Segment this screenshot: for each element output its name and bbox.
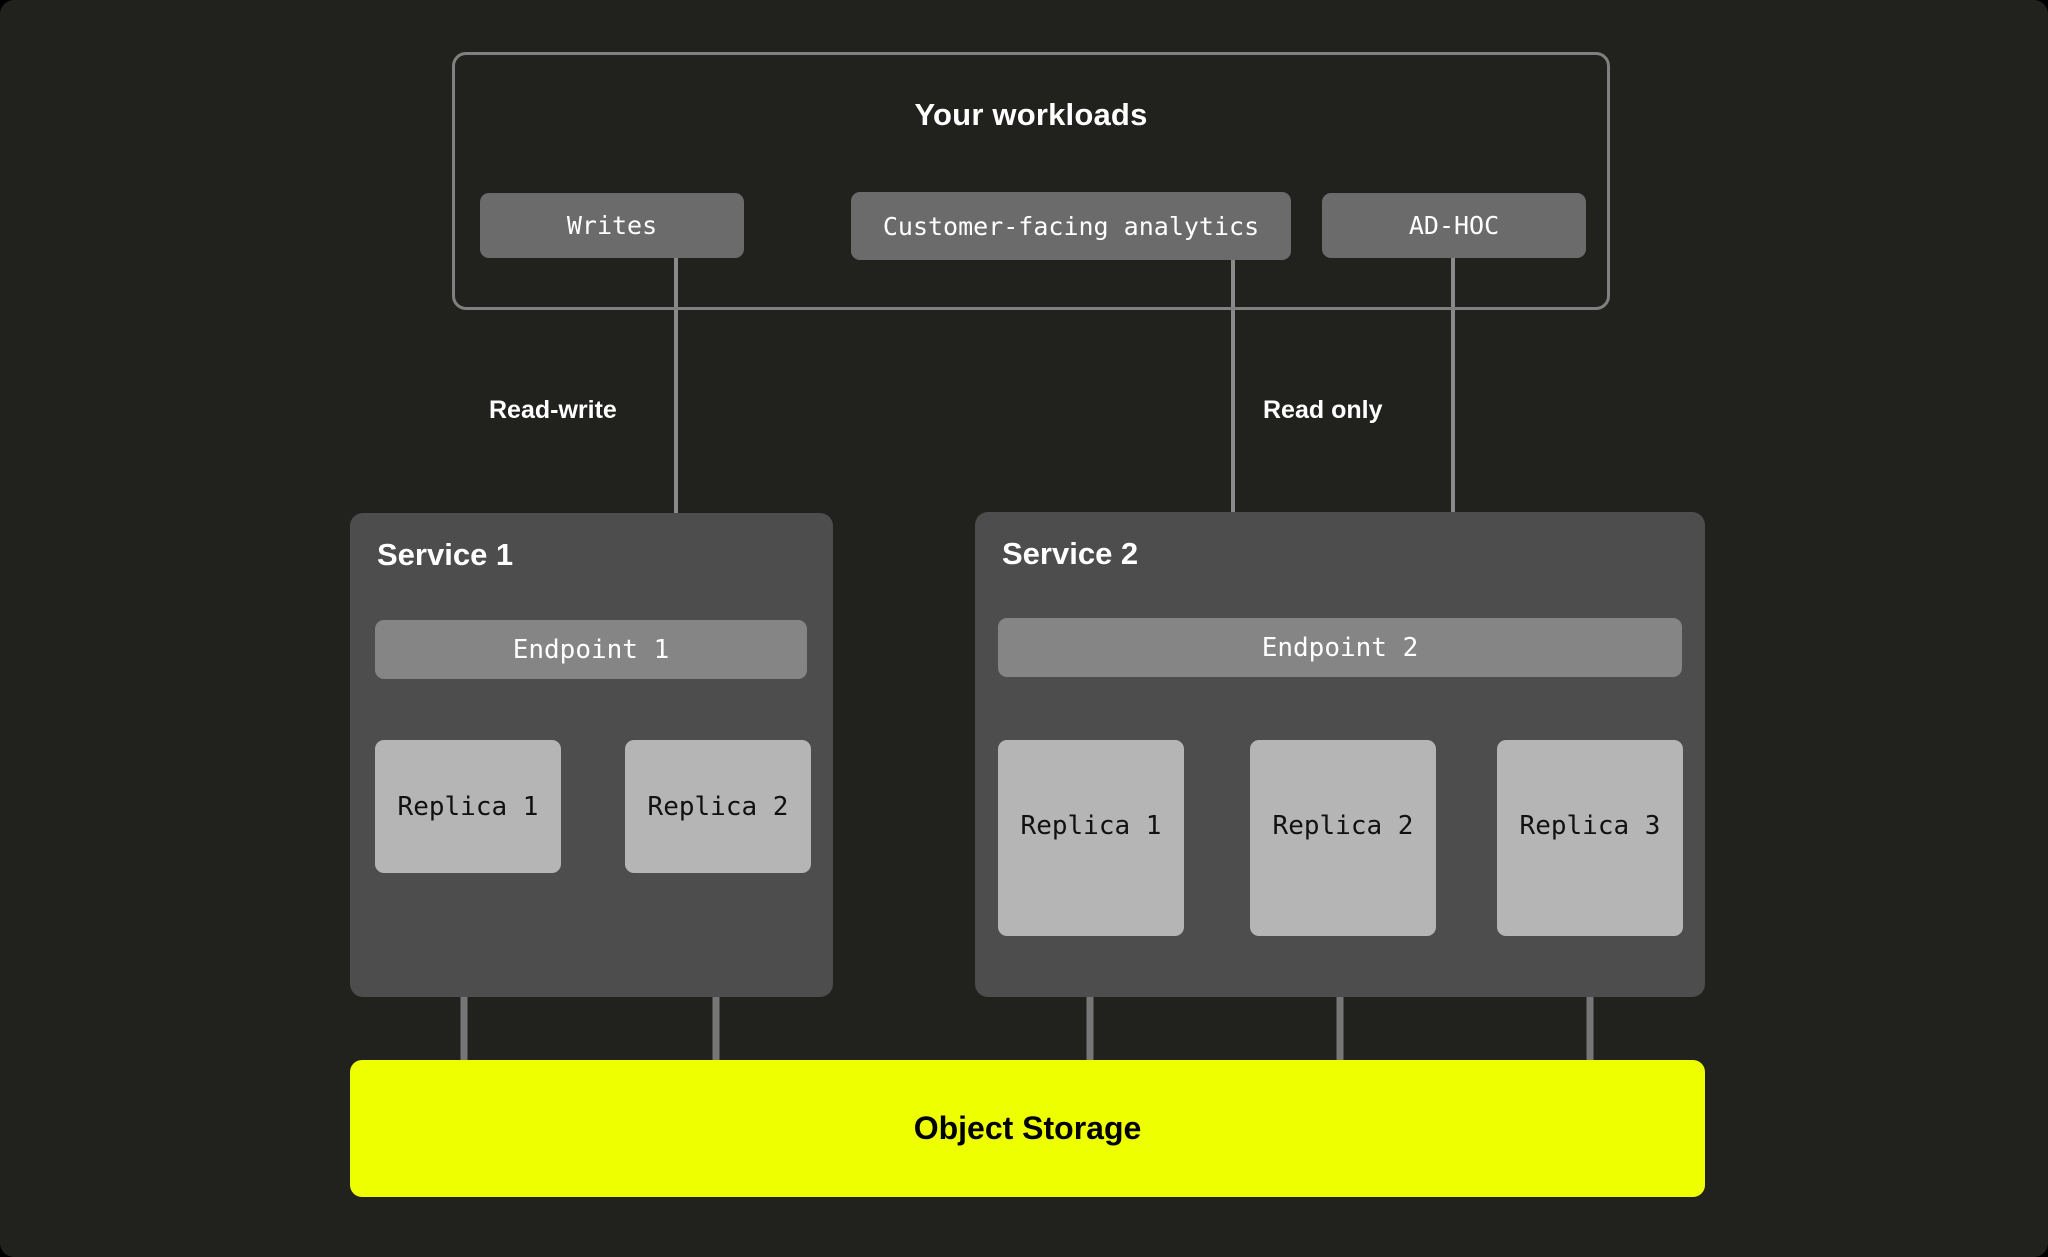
service-2-title: Service 2 — [1002, 536, 1139, 571]
workload-chip-ad-hoc-label: AD-HOC — [1408, 211, 1500, 240]
service-1-replica-2[interactable]: Replica 2 — [625, 740, 811, 873]
your-workloads-title: Your workloads — [914, 97, 1148, 132]
service-1-replica-1-label: Replica 1 — [397, 791, 539, 822]
service-2-replica-1-label: Replica 1 — [1020, 811, 1162, 841]
object-storage-bar[interactable]: Object Storage — [350, 1060, 1705, 1197]
service-2-replica-3-label: Replica 3 — [1519, 811, 1661, 841]
service-2-replica-2-label: Replica 2 — [1272, 811, 1414, 841]
service-1-title: Service 1 — [377, 537, 514, 572]
service-1-endpoint-label: Endpoint 1 — [512, 634, 670, 665]
workload-chip-writes-label: Writes — [566, 211, 658, 240]
flow-label-read-only: Read only — [1263, 396, 1383, 424]
service-1-endpoint[interactable]: Endpoint 1 — [375, 620, 807, 679]
workload-chip-customer-facing-analytics-label: Customer-facing analytics — [882, 211, 1260, 241]
service-2-replica-1[interactable]: Replica 1 — [998, 740, 1184, 936]
service-1-replica-1[interactable]: Replica 1 — [375, 740, 561, 873]
service-2-endpoint-label: Endpoint 2 — [1261, 632, 1419, 663]
workload-chip-ad-hoc[interactable]: AD-HOC — [1322, 193, 1586, 258]
workload-chip-writes[interactable]: Writes — [480, 193, 744, 258]
object-storage-label: Object Storage — [913, 1110, 1142, 1146]
workload-chip-customer-facing-analytics[interactable]: Customer-facing analytics — [851, 192, 1291, 260]
service-2-replica-3[interactable]: Replica 3 — [1497, 740, 1683, 936]
flow-label-read-write: Read-write — [489, 396, 617, 424]
service-2-endpoint[interactable]: Endpoint 2 — [998, 618, 1682, 677]
service-1-replica-2-label: Replica 2 — [647, 791, 789, 822]
service-2-replica-2[interactable]: Replica 2 — [1250, 740, 1436, 936]
your-workloads-frame: Your workloads — [452, 52, 1610, 310]
